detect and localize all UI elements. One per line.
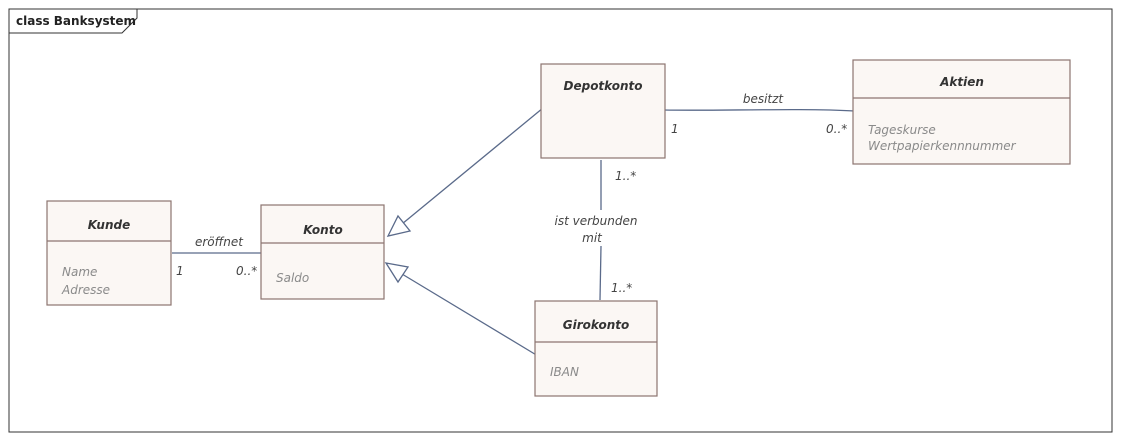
frame-title: class Banksystem <box>16 14 136 28</box>
generalization-depotkonto-line[interactable] <box>401 107 544 225</box>
class-konto-name: Konto <box>303 223 342 237</box>
association-besitzt-line[interactable] <box>663 108 856 112</box>
association-verbunden-line-bottom[interactable] <box>599 245 602 301</box>
class-kunde-attr-name: Name <box>62 265 97 279</box>
association-eroeffnet-source-mult: 1 <box>176 264 184 278</box>
class-aktien-name: Aktien <box>939 75 984 89</box>
diagram-frame: class Banksystem <box>8 8 1113 433</box>
association-verbunden-label-line1: ist verbunden <box>555 214 638 228</box>
association-besitzt-target-mult: 0..* <box>826 122 847 136</box>
association-verbunden-source-mult: 1..* <box>615 169 636 183</box>
generalization-girokonto-arrowhead <box>384 262 410 284</box>
association-verbunden-label-line2: mit <box>582 231 603 245</box>
class-kunde-attr-adresse: Adresse <box>61 283 110 297</box>
class-aktien-attr-tageskurse: Tageskurse <box>868 123 936 137</box>
association-eroeffnet-label: eröffnet <box>195 235 244 249</box>
class-aktien[interactable]: Aktien Tageskurse Wertpapierkennnummer <box>852 59 1071 165</box>
class-konto[interactable]: Konto Saldo <box>260 204 385 300</box>
class-konto-attr-saldo: Saldo <box>276 271 309 285</box>
generalization-depotkonto-arrowhead <box>386 214 412 237</box>
class-aktien-attr-wertpapierkennnummer: Wertpapierkennnummer <box>868 139 1017 153</box>
connectors <box>172 107 856 357</box>
association-besitzt-label: besitzt <box>743 92 785 106</box>
generalization-girokonto-line[interactable] <box>401 273 539 357</box>
class-depotkonto-name: Depotkonto <box>564 79 643 93</box>
association-eroeffnet-target-mult: 0..* <box>236 264 257 278</box>
class-girokonto-attr-iban: IBAN <box>550 365 579 379</box>
class-kunde[interactable]: Kunde Name Adresse <box>46 200 172 306</box>
association-labels: eröffnet 1 0..* besitzt 1 0..* 1..* ist … <box>176 92 847 295</box>
class-kunde-name: Kunde <box>88 218 130 232</box>
association-besitzt-source-mult: 1 <box>671 122 679 136</box>
class-depotkonto[interactable]: Depotkonto <box>540 63 666 159</box>
class-girokonto[interactable]: Girokonto IBAN <box>534 300 658 397</box>
class-girokonto-name: Girokonto <box>563 318 629 332</box>
association-verbunden-target-mult: 1..* <box>611 281 632 295</box>
